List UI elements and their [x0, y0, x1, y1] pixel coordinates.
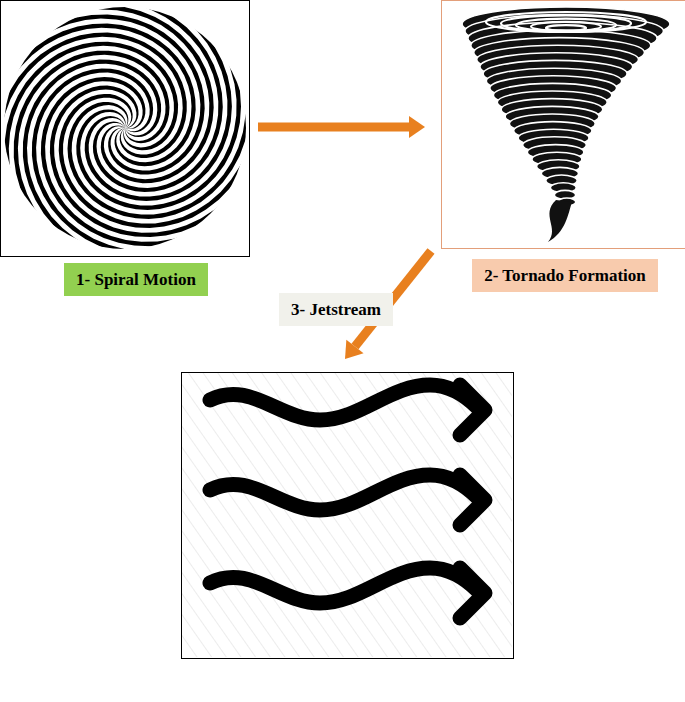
illustration-panel: 3- Jetstream [181, 372, 514, 659]
step-label: 1- Spiral Motion [64, 263, 208, 296]
step-label: 3- Jetstream [279, 293, 393, 326]
spiral-illustration [0, 0, 258, 260]
illustration-panel: 2- Tornado Formation [441, 0, 685, 249]
step-label: 2- Tornado Formation [472, 259, 658, 292]
tornado-illustration [462, 7, 670, 242]
jetstream-illustration [182, 373, 512, 657]
illustration-panel: 1- Spiral Motion [0, 0, 250, 257]
flow-arrow [258, 116, 425, 138]
